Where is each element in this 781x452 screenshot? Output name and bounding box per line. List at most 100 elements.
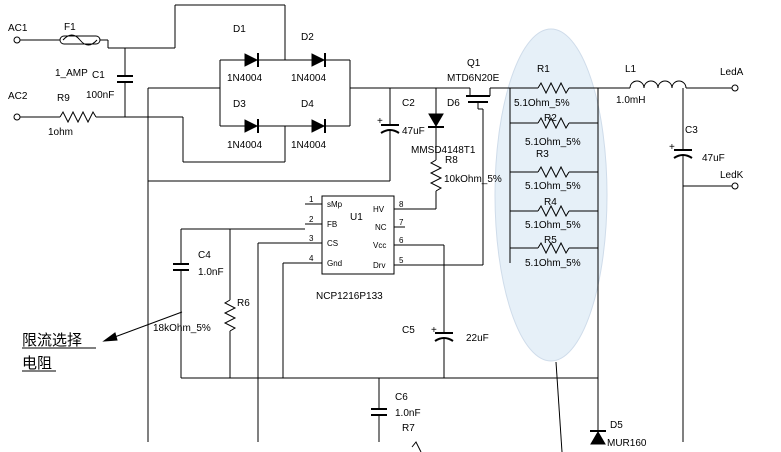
d2-value: 1N4004 [291, 73, 326, 84]
u1-pin2-name: FB [327, 220, 337, 229]
r7-resistor: R7 [402, 423, 422, 452]
d5-diode: D5 MUR160 [590, 420, 647, 449]
u1-pin5-num: 5 [399, 256, 404, 265]
r7-ref: R7 [402, 423, 415, 434]
r4-resistor: R4 5.1Ohm_5% [510, 197, 598, 231]
u1-pin2-num: 2 [309, 215, 314, 224]
c1-ref: C1 [92, 70, 105, 81]
r3-ref: R3 [536, 149, 549, 160]
r5-resistor: R5 5.1Ohm_5% [510, 235, 598, 269]
f1-ref: F1 [64, 22, 76, 33]
bridge-rectifier [148, 59, 430, 127]
r1-ref: R1 [537, 64, 550, 75]
r5-value: 5.1Ohm_5% [525, 258, 581, 269]
r2-resistor: R2 5.1Ohm_5% [510, 113, 598, 148]
d2-ref: D2 [301, 32, 314, 43]
c6-value: 1.0nF [395, 408, 421, 419]
d4-value: 1N4004 [291, 140, 326, 151]
c3-capacitor: + C3 47uF [669, 125, 725, 164]
annotation-line1: 限流选择 [22, 331, 82, 349]
d5-value: MUR160 [607, 438, 647, 449]
c5-value: 22uF [466, 333, 489, 344]
l1-ref: L1 [625, 64, 637, 75]
u1-pin1-name: sMp [327, 200, 343, 209]
l1-inductor: L1 1.0mH [616, 64, 687, 106]
r8-ref: R8 [445, 155, 458, 166]
d1-diode: D1 1N4004 [227, 24, 262, 84]
r9-value: 1ohm [48, 127, 73, 138]
annotation-text: 限流选择 电阻 [22, 331, 96, 372]
u1-pin7-num: 7 [399, 218, 404, 227]
d2-diode: D2 1N4004 [291, 32, 326, 84]
ac2-label: AC2 [8, 91, 28, 102]
led-k-terminal: LedK [720, 170, 744, 190]
r5-ref: R5 [544, 235, 557, 246]
d4-ref: D4 [301, 99, 314, 110]
u1-ref: U1 [350, 212, 363, 223]
r8-value: 10kOhm_5% [444, 174, 502, 185]
u1-pin6-name: Vcc [373, 241, 386, 250]
svg-text:+: + [431, 325, 437, 336]
c1-value: 100nF [86, 90, 114, 101]
c4-ref: C4 [198, 250, 211, 261]
led-a-label: LedA [720, 67, 744, 78]
q1-ref: Q1 [467, 58, 481, 69]
r2-value: 5.1Ohm_5% [525, 137, 581, 148]
u1-part: NCP1216P133 [316, 291, 383, 302]
led-a-terminal: LedA [720, 67, 744, 92]
r6-ref: R6 [237, 298, 250, 309]
r4-value: 5.1Ohm_5% [525, 220, 581, 231]
r9-ref: R9 [57, 93, 70, 104]
d1-value: 1N4004 [227, 73, 262, 84]
c1-capacitor: C1 100nF [86, 48, 133, 117]
u1-pin7-name: NC [375, 223, 387, 232]
d1-ref: D1 [233, 24, 246, 35]
d4-diode: D4 1N4004 [291, 99, 326, 151]
r1-value: 5.1Ohm_5% [514, 98, 570, 109]
r8-resistor: R8 10kOhm_5% [429, 155, 502, 192]
r9-resistor: R9 1ohm [48, 93, 97, 138]
c2-ref: C2 [402, 98, 415, 109]
highlight-pointer-line [555, 361, 563, 452]
r1-resistor: R1 5.1Ohm_5% [510, 64, 598, 109]
d5-ref: D5 [610, 420, 623, 431]
r3-resistor: R3 5.1Ohm_5% [510, 149, 598, 192]
f1-value: 1_AMP [55, 68, 88, 79]
c4-value: 1.0nF [198, 267, 224, 278]
r6-value: 18kOhm_5% [153, 323, 211, 334]
u1-ic: U1 NCP1216P133 1 2 3 4 8 7 6 5 sMp FB CS… [305, 195, 405, 302]
c6-capacitor: C6 1.0nF [371, 392, 421, 419]
r3-value: 5.1Ohm_5% [525, 181, 581, 192]
u1-pin4-num: 4 [309, 254, 314, 263]
u1-pin3-name: CS [327, 239, 338, 248]
ac2-terminal: AC2 [8, 91, 28, 121]
c5-capacitor: + C5 22uF [402, 325, 489, 344]
d6-ref: D6 [447, 98, 460, 109]
led-k-label: LedK [720, 170, 744, 181]
q1-value: MTD6N20E [447, 73, 500, 84]
c6-ref: C6 [395, 392, 408, 403]
r2-ref: R2 [544, 113, 557, 124]
c5-ref: C5 [402, 325, 415, 336]
d3-diode: D3 1N4004 [227, 99, 262, 151]
ac1-label: AC1 [8, 23, 28, 34]
d3-ref: D3 [233, 99, 246, 110]
r6-resistor: R6 18kOhm_5% [153, 298, 250, 334]
annotation-line2: 电阻 [22, 354, 52, 372]
u1-pin1-num: 1 [309, 195, 314, 204]
c3-value: 47uF [702, 153, 725, 164]
c2-value: 47uF [402, 126, 425, 137]
svg-text:+: + [377, 116, 383, 127]
u1-pin6-num: 6 [399, 236, 404, 245]
highlight-ellipse [494, 28, 608, 362]
c3-ref: C3 [685, 125, 698, 136]
d6-value: MMSD4148T1 [411, 145, 476, 156]
u1-pin3-num: 3 [309, 234, 314, 243]
q1-mosfet: Q1 MTD6N20E [447, 58, 500, 265]
u1-pin4-name: Gnd [327, 259, 342, 268]
u1-pin5-name: Drv [373, 261, 385, 270]
annotation-arrow [102, 311, 183, 342]
u1-pin8-num: 8 [399, 200, 404, 209]
svg-text:+: + [669, 142, 675, 153]
